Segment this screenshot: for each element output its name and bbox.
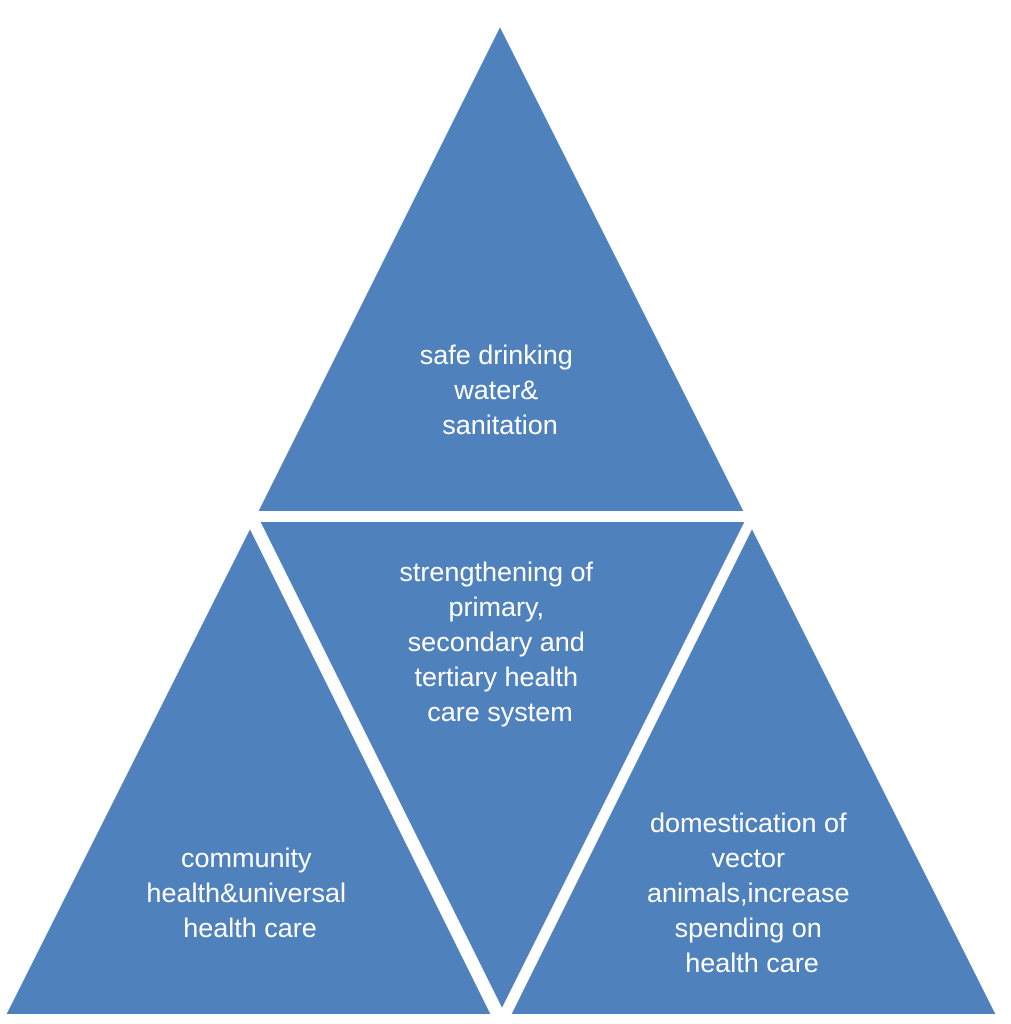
top-segment-label: safe drinking water& sanitation [420,340,581,440]
left-label-line: health care [183,913,317,943]
center-label-line: care system [427,697,573,727]
left-triangle [3,524,494,1016]
center-label-line: primary, [448,592,544,622]
right-label-line: spending on [675,913,822,943]
center-label-line: secondary and [408,627,585,657]
right-label-line: domestication of [650,808,847,838]
left-label-line: health&universal [146,878,346,908]
right-label-line: animals,increase [647,878,850,908]
top-triangle [255,22,747,513]
center-label-line: tertiary health [414,662,578,692]
center-label-line: strengthening of [399,557,593,587]
right-label-line: health care [685,948,819,978]
right-label-line: vector [711,843,785,873]
top-label-line: water& [453,375,538,405]
center-segment-label: strengthening of primary, secondary and … [399,557,600,727]
top-label-line: sanitation [442,410,558,440]
right-segment-label: domestication of vector animals,increase… [647,808,857,978]
left-segment-label: community health&universal health care [146,843,353,943]
right-triangle [508,524,999,1016]
center-inverted-triangle [257,520,748,1013]
left-label-line: community [181,843,312,873]
top-label-line: safe drinking [420,340,573,370]
